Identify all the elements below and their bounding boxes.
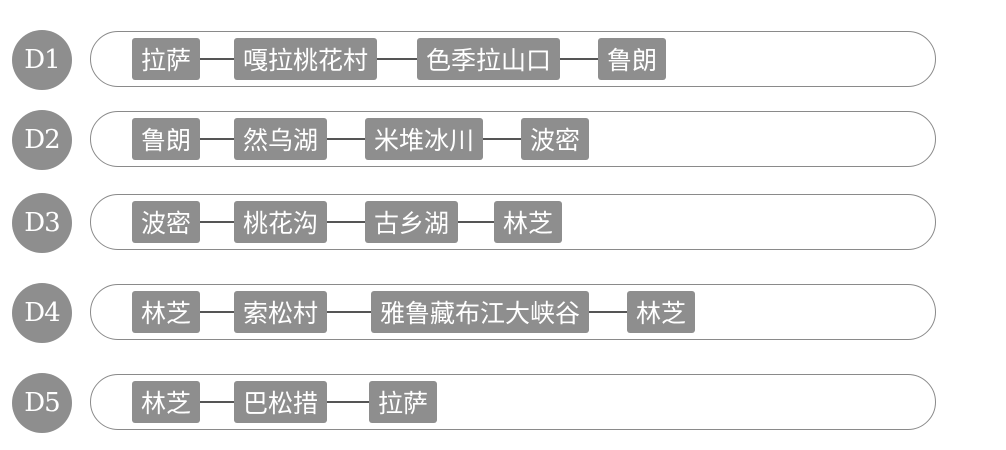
route-track bbox=[90, 111, 936, 167]
stop-label: 林芝 bbox=[627, 291, 696, 333]
route-connector bbox=[200, 138, 235, 140]
route-connector bbox=[200, 221, 235, 223]
route-connector bbox=[327, 401, 370, 403]
day-badge: D5 bbox=[12, 373, 72, 433]
route-connector bbox=[458, 221, 495, 223]
day-badge: D1 bbox=[12, 30, 72, 90]
route-connector bbox=[483, 138, 522, 140]
route-stops: 波密桃花沟古乡湖林芝 bbox=[132, 201, 563, 243]
route-connector bbox=[200, 401, 235, 403]
stop-label: 雅鲁藏布江大峡谷 bbox=[371, 291, 590, 333]
stop-label: 米堆冰川 bbox=[365, 118, 484, 160]
stop-label: 鲁朗 bbox=[598, 38, 667, 80]
route-connector bbox=[200, 58, 235, 60]
route-connector bbox=[560, 58, 599, 60]
stop-label: 拉萨 bbox=[132, 38, 201, 80]
route-stops: 林芝巴松措拉萨 bbox=[132, 381, 438, 423]
stop-label: 嘎拉桃花村 bbox=[234, 38, 378, 80]
stop-label: 波密 bbox=[132, 201, 201, 243]
route-track bbox=[90, 374, 936, 430]
stop-label: 波密 bbox=[521, 118, 590, 160]
route-track bbox=[90, 31, 936, 87]
route-connector bbox=[377, 58, 418, 60]
route-stops: 拉萨嘎拉桃花村色季拉山口鲁朗 bbox=[132, 38, 667, 80]
stop-label: 桃花沟 bbox=[234, 201, 328, 243]
stop-label: 色季拉山口 bbox=[417, 38, 561, 80]
itinerary-row: D1 拉萨嘎拉桃花村色季拉山口鲁朗 bbox=[0, 30, 1006, 90]
route-connector bbox=[327, 138, 366, 140]
stop-label: 鲁朗 bbox=[132, 118, 201, 160]
route-connector bbox=[327, 221, 366, 223]
route-stops: 鲁朗然乌湖米堆冰川波密 bbox=[132, 118, 590, 160]
route-connector bbox=[589, 311, 628, 313]
itinerary-row: D3 波密桃花沟古乡湖林芝 bbox=[0, 193, 1006, 253]
stop-label: 林芝 bbox=[132, 381, 201, 423]
day-badge: D4 bbox=[12, 283, 72, 343]
stop-label: 古乡湖 bbox=[365, 201, 459, 243]
itinerary-row: D2 鲁朗然乌湖米堆冰川波密 bbox=[0, 110, 1006, 170]
route-connector bbox=[327, 311, 372, 313]
stop-label: 林芝 bbox=[132, 291, 201, 333]
day-badge: D2 bbox=[12, 110, 72, 170]
route-track bbox=[90, 194, 936, 250]
route-connector bbox=[200, 311, 235, 313]
stop-label: 索松村 bbox=[234, 291, 328, 333]
itinerary-row: D5 林芝巴松措拉萨 bbox=[0, 373, 1006, 433]
stop-label: 然乌湖 bbox=[234, 118, 328, 160]
route-track bbox=[90, 284, 936, 340]
day-badge: D3 bbox=[12, 193, 72, 253]
stop-label: 巴松措 bbox=[234, 381, 328, 423]
stop-label: 林芝 bbox=[494, 201, 563, 243]
stop-label: 拉萨 bbox=[369, 381, 438, 423]
route-stops: 林芝索松村雅鲁藏布江大峡谷林芝 bbox=[132, 291, 696, 333]
